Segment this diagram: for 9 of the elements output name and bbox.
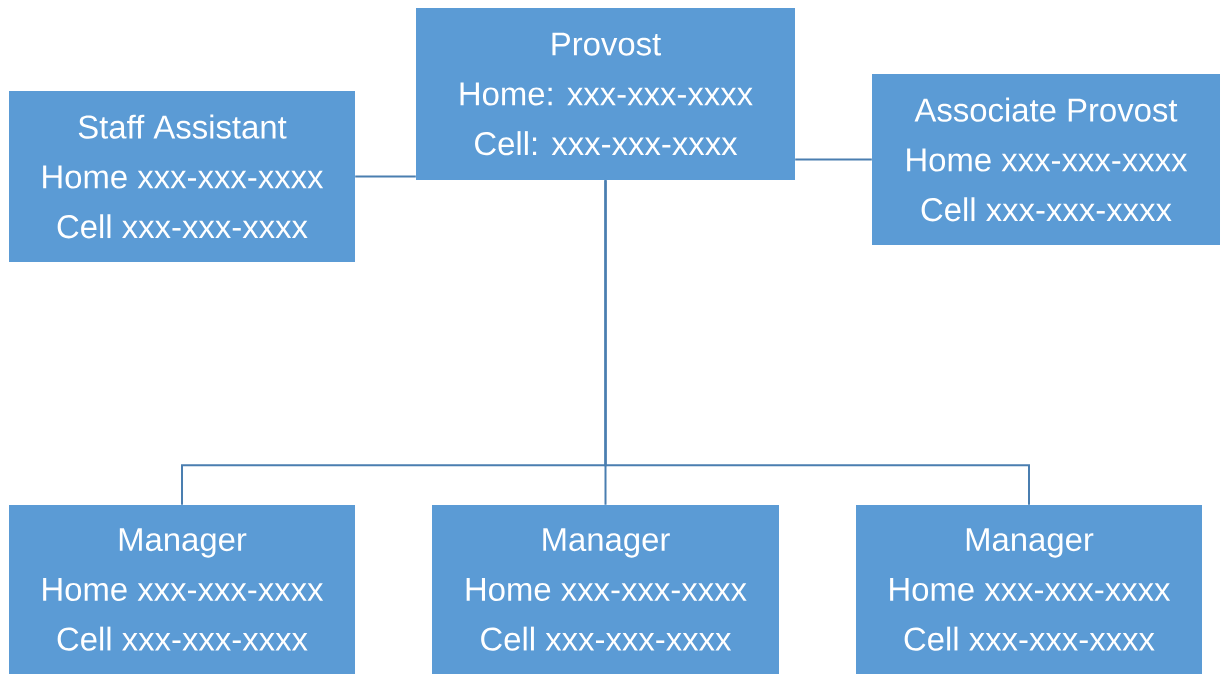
person-box: Manager Home xxx-xxx-xxxx Cell xxx-xxx-xxxx (432, 505, 779, 674)
person-box: Provost Home: xxx-xxx-xxxx Cell: xxx-xxx-xxxx (416, 8, 795, 180)
connector-line (354, 175, 417, 178)
connector-line (794, 158, 873, 161)
person-box: Associate Provost Home xxx-xxx-xxxx Cell xxx-xxx-xxxx (872, 74, 1220, 245)
person-box: Manager Home xxx-xxx-xxxx Cell xxx-xxx-xxxx (9, 505, 355, 674)
person-box: Staff Assistant Home xxx-xxx-xxxx Cell xxx-xxx-xxxx (9, 91, 355, 262)
connector-line (604, 179, 1030, 506)
person-box: Manager Home xxx-xxx-xxxx Cell xxx-xxx-xxxx (856, 505, 1202, 674)
